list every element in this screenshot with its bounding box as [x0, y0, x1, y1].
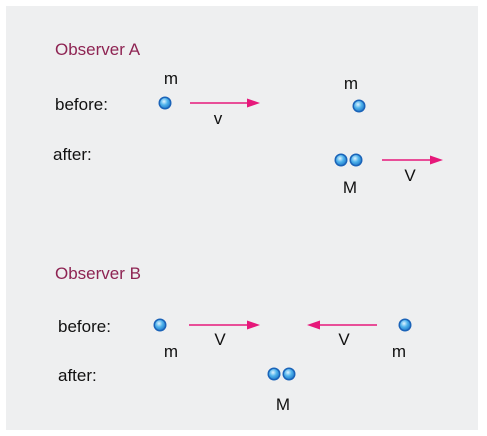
observer-a-combined-balls: [334, 153, 363, 167]
observer-a-after-label: after:: [53, 145, 92, 164]
observer-a-mass-right-label: m: [344, 74, 358, 93]
observer-b-ball-right: [398, 318, 412, 332]
observer-b-velocity-arrow-right: [189, 320, 260, 330]
observer-b-velocity-arrow-left: [307, 320, 377, 330]
observer-a-mass-left-label: m: [164, 69, 178, 88]
observer-b-heading: Observer B: [55, 264, 141, 283]
observer-b-after-label: after:: [58, 366, 97, 385]
observer-a-combined-mass-label: M: [343, 178, 357, 197]
observer-a-final-velocity-arrow: [382, 155, 443, 165]
observer-b-mass-right-label: m: [392, 342, 406, 361]
observer-b-combined-mass-label: M: [276, 395, 290, 414]
observer-b-velocity-left-label: V: [214, 330, 226, 349]
observer-b-mass-left-label: m: [164, 342, 178, 361]
observer-b-combined-balls: [267, 367, 296, 381]
observer-b-before-label: before:: [58, 317, 111, 336]
observer-a-ball-moving: [158, 96, 172, 110]
observer-a-ball-stationary: [352, 99, 366, 113]
observer-a-velocity-label: v: [214, 109, 223, 128]
diagram-panel: [6, 6, 478, 430]
observer-b-ball-left: [153, 318, 167, 332]
observer-a-before-label: before:: [55, 95, 108, 114]
observer-b-velocity-right-label: V: [338, 330, 350, 349]
observer-a-velocity-arrow: [190, 98, 260, 108]
observer-a-final-velocity-label: V: [404, 166, 416, 185]
observer-a-heading: Observer A: [55, 40, 141, 59]
